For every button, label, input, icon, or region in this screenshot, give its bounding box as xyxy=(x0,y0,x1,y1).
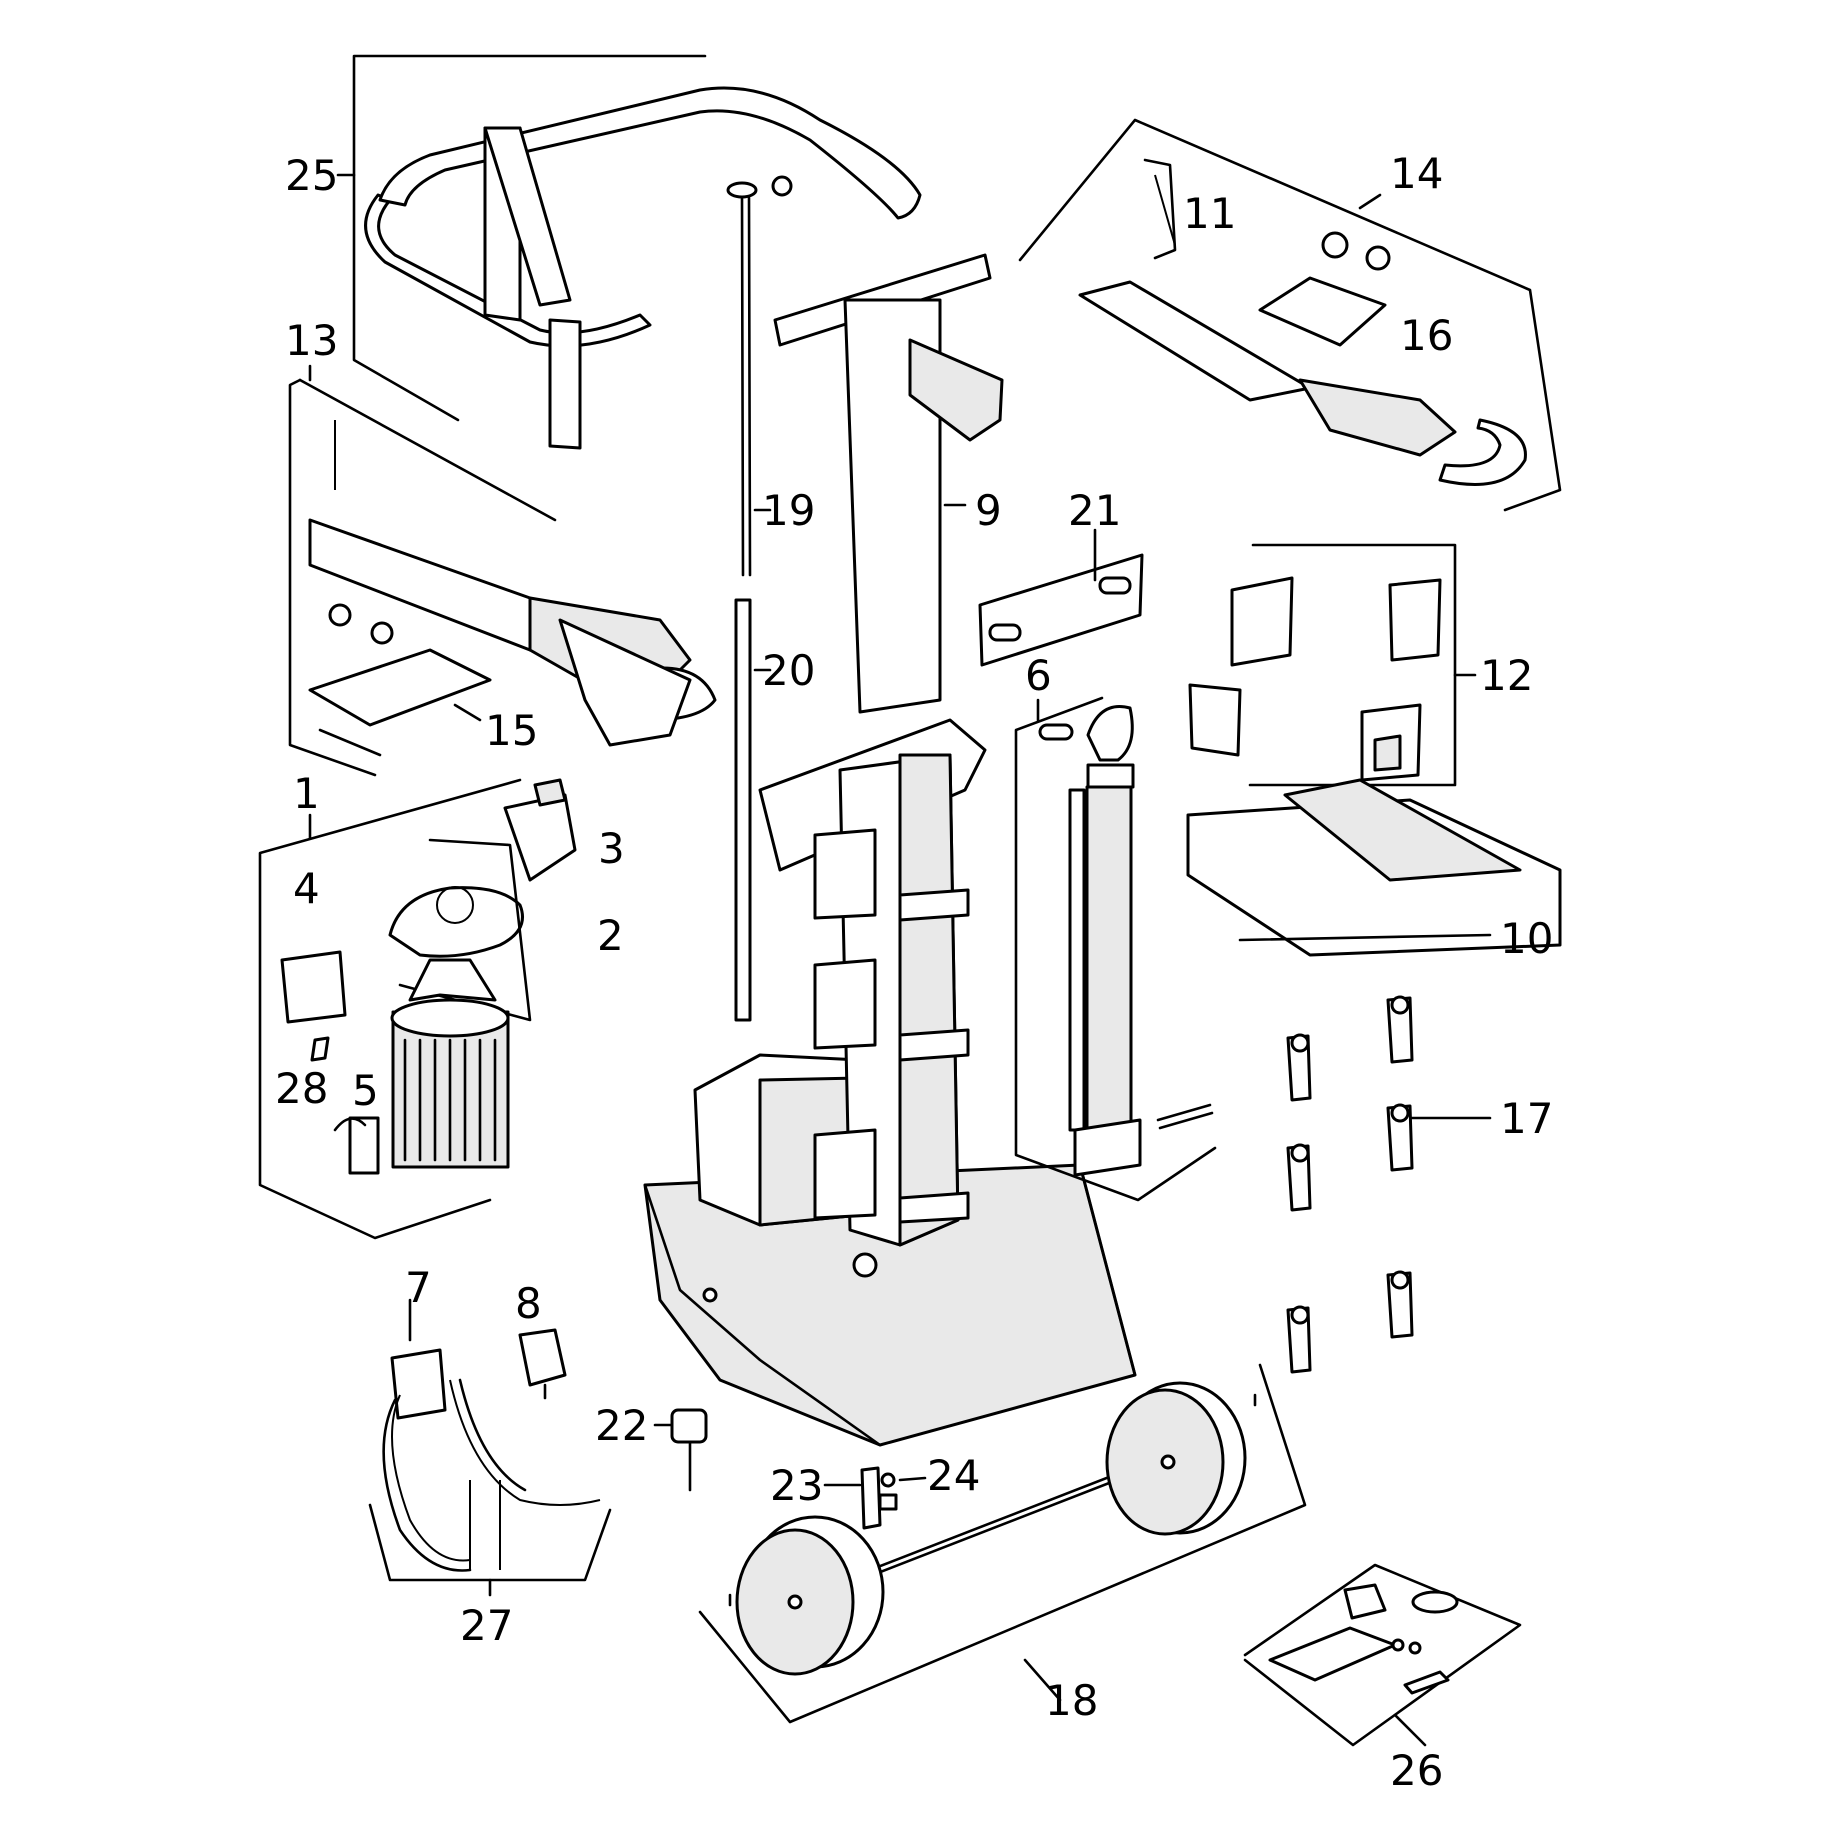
part-motor-group xyxy=(258,778,577,1240)
callout-9: 9 xyxy=(975,486,1002,535)
callout-4: 4 xyxy=(293,864,320,913)
callout-21: 21 xyxy=(1068,486,1121,535)
part-small-fasteners xyxy=(653,1408,927,1530)
callout-17: 17 xyxy=(1500,1094,1553,1143)
part-main-frame xyxy=(643,718,1137,1447)
callout-14: 14 xyxy=(1390,149,1443,198)
callout-labels: 1 2 3 4 5 6 7 8 9 10 11 12 13 14 15 16 1… xyxy=(275,149,1553,1795)
part-rods xyxy=(726,175,793,1022)
callout-2: 2 xyxy=(597,911,624,960)
latch xyxy=(1286,1033,1312,1102)
callout-10: 10 xyxy=(1500,914,1553,963)
callout-8: 8 xyxy=(515,1279,542,1328)
callout-7: 7 xyxy=(405,1263,432,1312)
part-table xyxy=(1186,778,1562,957)
part-bracket-plate xyxy=(978,528,1144,667)
callout-15: 15 xyxy=(485,706,538,755)
part-right-blade-assembly xyxy=(1018,118,1562,512)
part-hose-set xyxy=(368,1298,612,1597)
callout-16: 16 xyxy=(1400,311,1453,360)
part-wheel-axle xyxy=(698,1363,1307,1724)
callout-20: 20 xyxy=(762,646,815,695)
callout-1: 1 xyxy=(293,769,320,818)
part-left-blade-assembly xyxy=(288,364,717,777)
part-latches xyxy=(1286,995,1492,1374)
callout-22: 22 xyxy=(595,1401,648,1450)
latch xyxy=(1286,1143,1312,1212)
callout-23: 23 xyxy=(770,1461,823,1510)
callout-12: 12 xyxy=(1480,651,1533,700)
latch xyxy=(1386,1103,1414,1172)
part-upper-column xyxy=(773,253,1004,714)
callout-27: 27 xyxy=(460,1601,513,1650)
callout-19: 19 xyxy=(762,486,815,535)
callout-11: 11 xyxy=(1183,189,1236,238)
callout-3: 3 xyxy=(598,824,625,873)
callout-6: 6 xyxy=(1025,651,1052,700)
callout-13: 13 xyxy=(285,316,338,365)
callout-26: 26 xyxy=(1390,1746,1443,1795)
callout-25: 25 xyxy=(285,151,338,200)
part-handle-bar xyxy=(336,54,922,450)
latch xyxy=(1386,1270,1414,1339)
part-gasket-kit xyxy=(1243,1563,1522,1747)
callout-28: 28 xyxy=(275,1064,328,1113)
latch xyxy=(1386,995,1414,1064)
part-hydraulic-cylinder xyxy=(1014,696,1217,1202)
part-wear-plates xyxy=(1188,543,1477,787)
callout-18: 18 xyxy=(1045,1676,1098,1725)
callout-5: 5 xyxy=(352,1066,379,1115)
callout-24: 24 xyxy=(927,1451,980,1500)
latch xyxy=(1286,1305,1312,1374)
